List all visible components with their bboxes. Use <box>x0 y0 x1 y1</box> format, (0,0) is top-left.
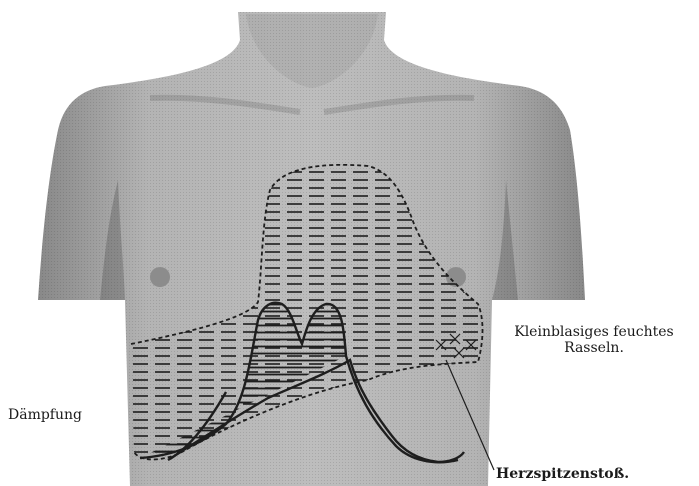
rales-label: Kleinblasiges feuchtes Rasseln. <box>494 324 694 356</box>
rales-label-line2: Rasseln. <box>494 340 694 356</box>
rales-label-line1: Kleinblasiges feuchtes <box>494 324 694 340</box>
dullness-label: Dämpfung <box>8 407 82 423</box>
apex-beat-label: Herzspitzenstoß. <box>496 466 629 482</box>
left-nipple <box>150 267 170 287</box>
